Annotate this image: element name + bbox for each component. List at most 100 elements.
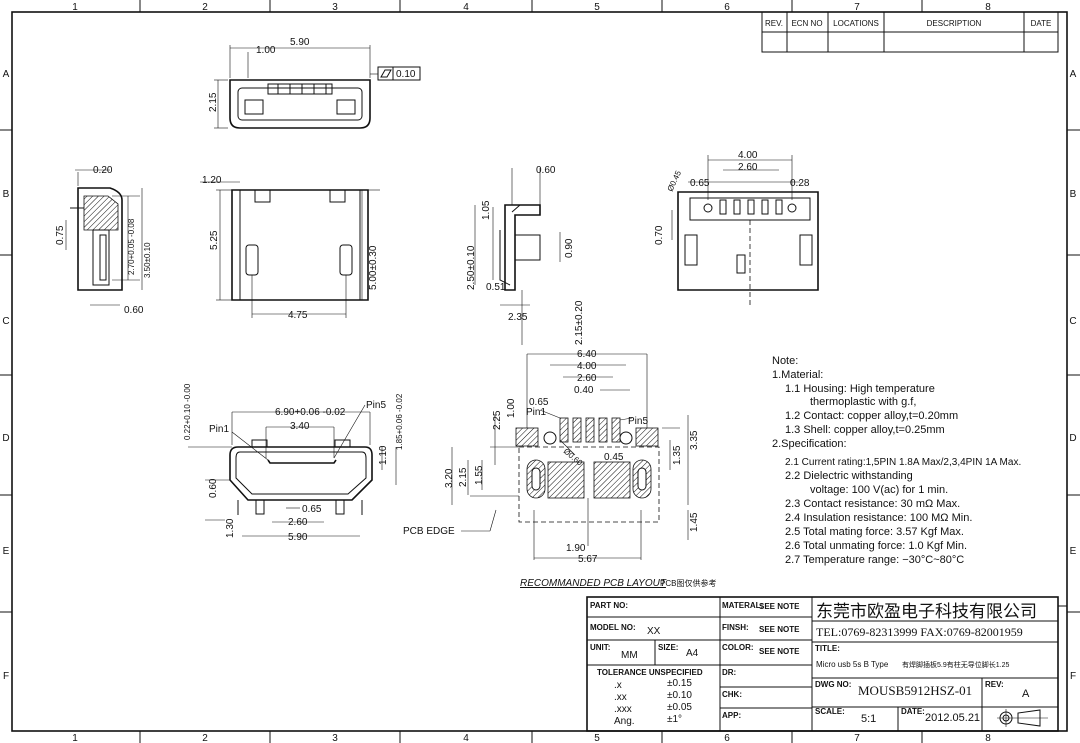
column-label: 2 xyxy=(202,2,208,13)
dim-label: 1.85+0.06 -0.02 xyxy=(395,393,404,450)
unit-value: MM xyxy=(621,650,638,661)
dim-label: 0.65 xyxy=(302,504,322,515)
row-label: E xyxy=(1070,546,1077,557)
scale-label: SCALE: xyxy=(815,707,845,716)
tolerance-key: .xx xyxy=(614,692,627,703)
revision-table: REV. ECN NO LOCATIONS DESCRIPTION DATE xyxy=(761,11,1059,53)
title-label: TITLE: xyxy=(815,644,840,653)
finish-value: SEE NOTE xyxy=(759,625,800,634)
dim-label: 2.60 xyxy=(577,373,597,384)
note-line: 2.4 Insulation resistance: 100 MΩ Min. xyxy=(785,512,972,524)
tolerance-value: ±0.05 xyxy=(667,702,692,713)
dim-label: 2.35 xyxy=(508,312,528,323)
dim-label: 4.00 xyxy=(738,150,758,161)
row-label: A xyxy=(3,69,10,80)
third-angle-projection-icon xyxy=(997,709,1048,727)
dim-label: 5.25 xyxy=(209,230,220,250)
tolerance-title: TOLERANCE UNSPECIFIED xyxy=(597,668,703,677)
pin5-label: Pin5 xyxy=(366,400,386,411)
column-label: 4 xyxy=(463,733,469,743)
dim-label: 0.40 xyxy=(574,385,594,396)
column-label: 5 xyxy=(594,733,600,743)
dim-label: 2.15±0.20 xyxy=(574,300,585,345)
front-view: Pin1 Pin5 6.90+0.06 -0.02 3.40 0.22+0.10… xyxy=(183,383,404,543)
drawing-title-cn: 有焊脚插板5.9有柱无导位脚长1.25 xyxy=(902,660,1009,669)
column-label: 4 xyxy=(463,2,469,13)
dim-label: 3.20 xyxy=(444,468,455,488)
dim-label: 2.15 xyxy=(458,467,469,487)
tolerance-key: .x xyxy=(614,680,622,691)
pin1-label: Pin1 xyxy=(209,424,229,435)
note-line: 2.6 Total unmating force: 1.0 Kgf Min. xyxy=(785,540,967,552)
dim-label: 0.51 xyxy=(486,282,506,293)
note-line: 2.7 Temperature range: −30°C~80°C xyxy=(785,554,964,566)
dim-label: 1.30 xyxy=(225,518,236,538)
top-view: 5.90 1.00 2.15 0.10 xyxy=(208,37,421,129)
pcb-pin1-label: Pin1 xyxy=(526,407,546,418)
model-no-label: MODEL NO: xyxy=(590,623,636,632)
app-label: APP: xyxy=(722,711,741,720)
side-view-left: 0.20 0.75 2.70+0.05 -0.08 3.50±0.10 0.60 xyxy=(55,165,152,316)
note-line: 2.3 Contact resistance: 30 mΩ Max. xyxy=(785,498,960,510)
ecn-header: ECN NO xyxy=(791,19,822,28)
dim-label: 0.20 xyxy=(93,165,113,176)
dim-label: 0.65 xyxy=(529,397,549,408)
dim-label: 0.60 xyxy=(124,305,144,316)
note-line: 1.1 Housing: High temperature xyxy=(785,383,935,395)
date-value: 2012.05.21 xyxy=(925,712,980,724)
dim-label: 0.22+0.10 -0.00 xyxy=(183,383,192,440)
title-block: PART NO: MODEL NO: UNIT: SIZE: TOLERANCE… xyxy=(586,596,1067,732)
size-label: SIZE: xyxy=(658,643,678,652)
row-label: D xyxy=(1069,433,1076,444)
column-label: 3 xyxy=(332,2,338,13)
dim-label: 3.50±0.10 xyxy=(143,242,152,278)
row-label: C xyxy=(2,316,9,327)
row-label: D xyxy=(2,433,9,444)
model-no-value: XX xyxy=(647,626,661,637)
column-label: 1 xyxy=(72,2,78,13)
dwg-no-label: DWG NO: xyxy=(815,680,851,689)
tolerance-value: ±0.15 xyxy=(667,678,692,689)
part-no-label: PART NO: xyxy=(590,601,628,610)
dim-label: 1.00 xyxy=(506,398,517,418)
dim-label: 1.10 xyxy=(378,445,389,465)
dwg-no-value: MOUSB5912HSZ-01 xyxy=(858,683,972,698)
locations-header: LOCATIONS xyxy=(833,19,879,28)
dim-label: 1.90 xyxy=(566,543,586,554)
note-line: 1.2 Contact: copper alloy,t=0.20mm xyxy=(785,410,958,422)
dim-label: 2.60 xyxy=(738,162,758,173)
dim-label: 1.35 xyxy=(672,445,683,465)
dim-label: Ø0.45 xyxy=(666,169,684,193)
rev-header: REV. xyxy=(765,19,783,28)
note-line: 1.Material: xyxy=(772,369,823,381)
dim-label: 0.90 xyxy=(564,238,575,258)
flatness-icon xyxy=(380,69,392,78)
rev-value: A xyxy=(1022,688,1030,700)
material-value: SEE NOTE xyxy=(759,602,800,611)
row-label: F xyxy=(3,671,9,682)
dim-label: 0.70 xyxy=(654,225,665,245)
side-view-right: 0.60 1.05 2.50±0.10 0.90 0.51 2.35 2.15±… xyxy=(466,165,585,345)
dim-label: 6.40 xyxy=(577,349,597,360)
scale-value: 5:1 xyxy=(861,713,876,725)
dim-label: 5.00±0.30 xyxy=(368,245,379,290)
row-label: F xyxy=(1070,671,1076,682)
material-label: MATERAL: xyxy=(722,601,763,610)
column-label: 6 xyxy=(724,2,730,13)
dim-label: 1.45 xyxy=(689,512,700,532)
dim-label: 0.60 xyxy=(536,165,556,176)
finish-label: FINSH: xyxy=(722,623,749,632)
note-line: thermoplastic with g.f, xyxy=(810,396,916,408)
dim-label: 0.65 xyxy=(690,178,710,189)
column-label: 1 xyxy=(72,733,78,743)
dim-label: 2.25 xyxy=(492,410,503,430)
dim-label: 3.40 xyxy=(290,421,310,432)
rear-view: 4.00 2.60 0.65 0.28 Ø0.45 0.70 xyxy=(654,150,819,305)
row-label: B xyxy=(1070,189,1077,200)
dim-label: 2.70+0.05 -0.08 xyxy=(127,218,136,275)
unit-label: UNIT: xyxy=(590,643,610,652)
dim-label: 0.28 xyxy=(790,178,810,189)
dim-label: 1.00 xyxy=(256,45,276,56)
